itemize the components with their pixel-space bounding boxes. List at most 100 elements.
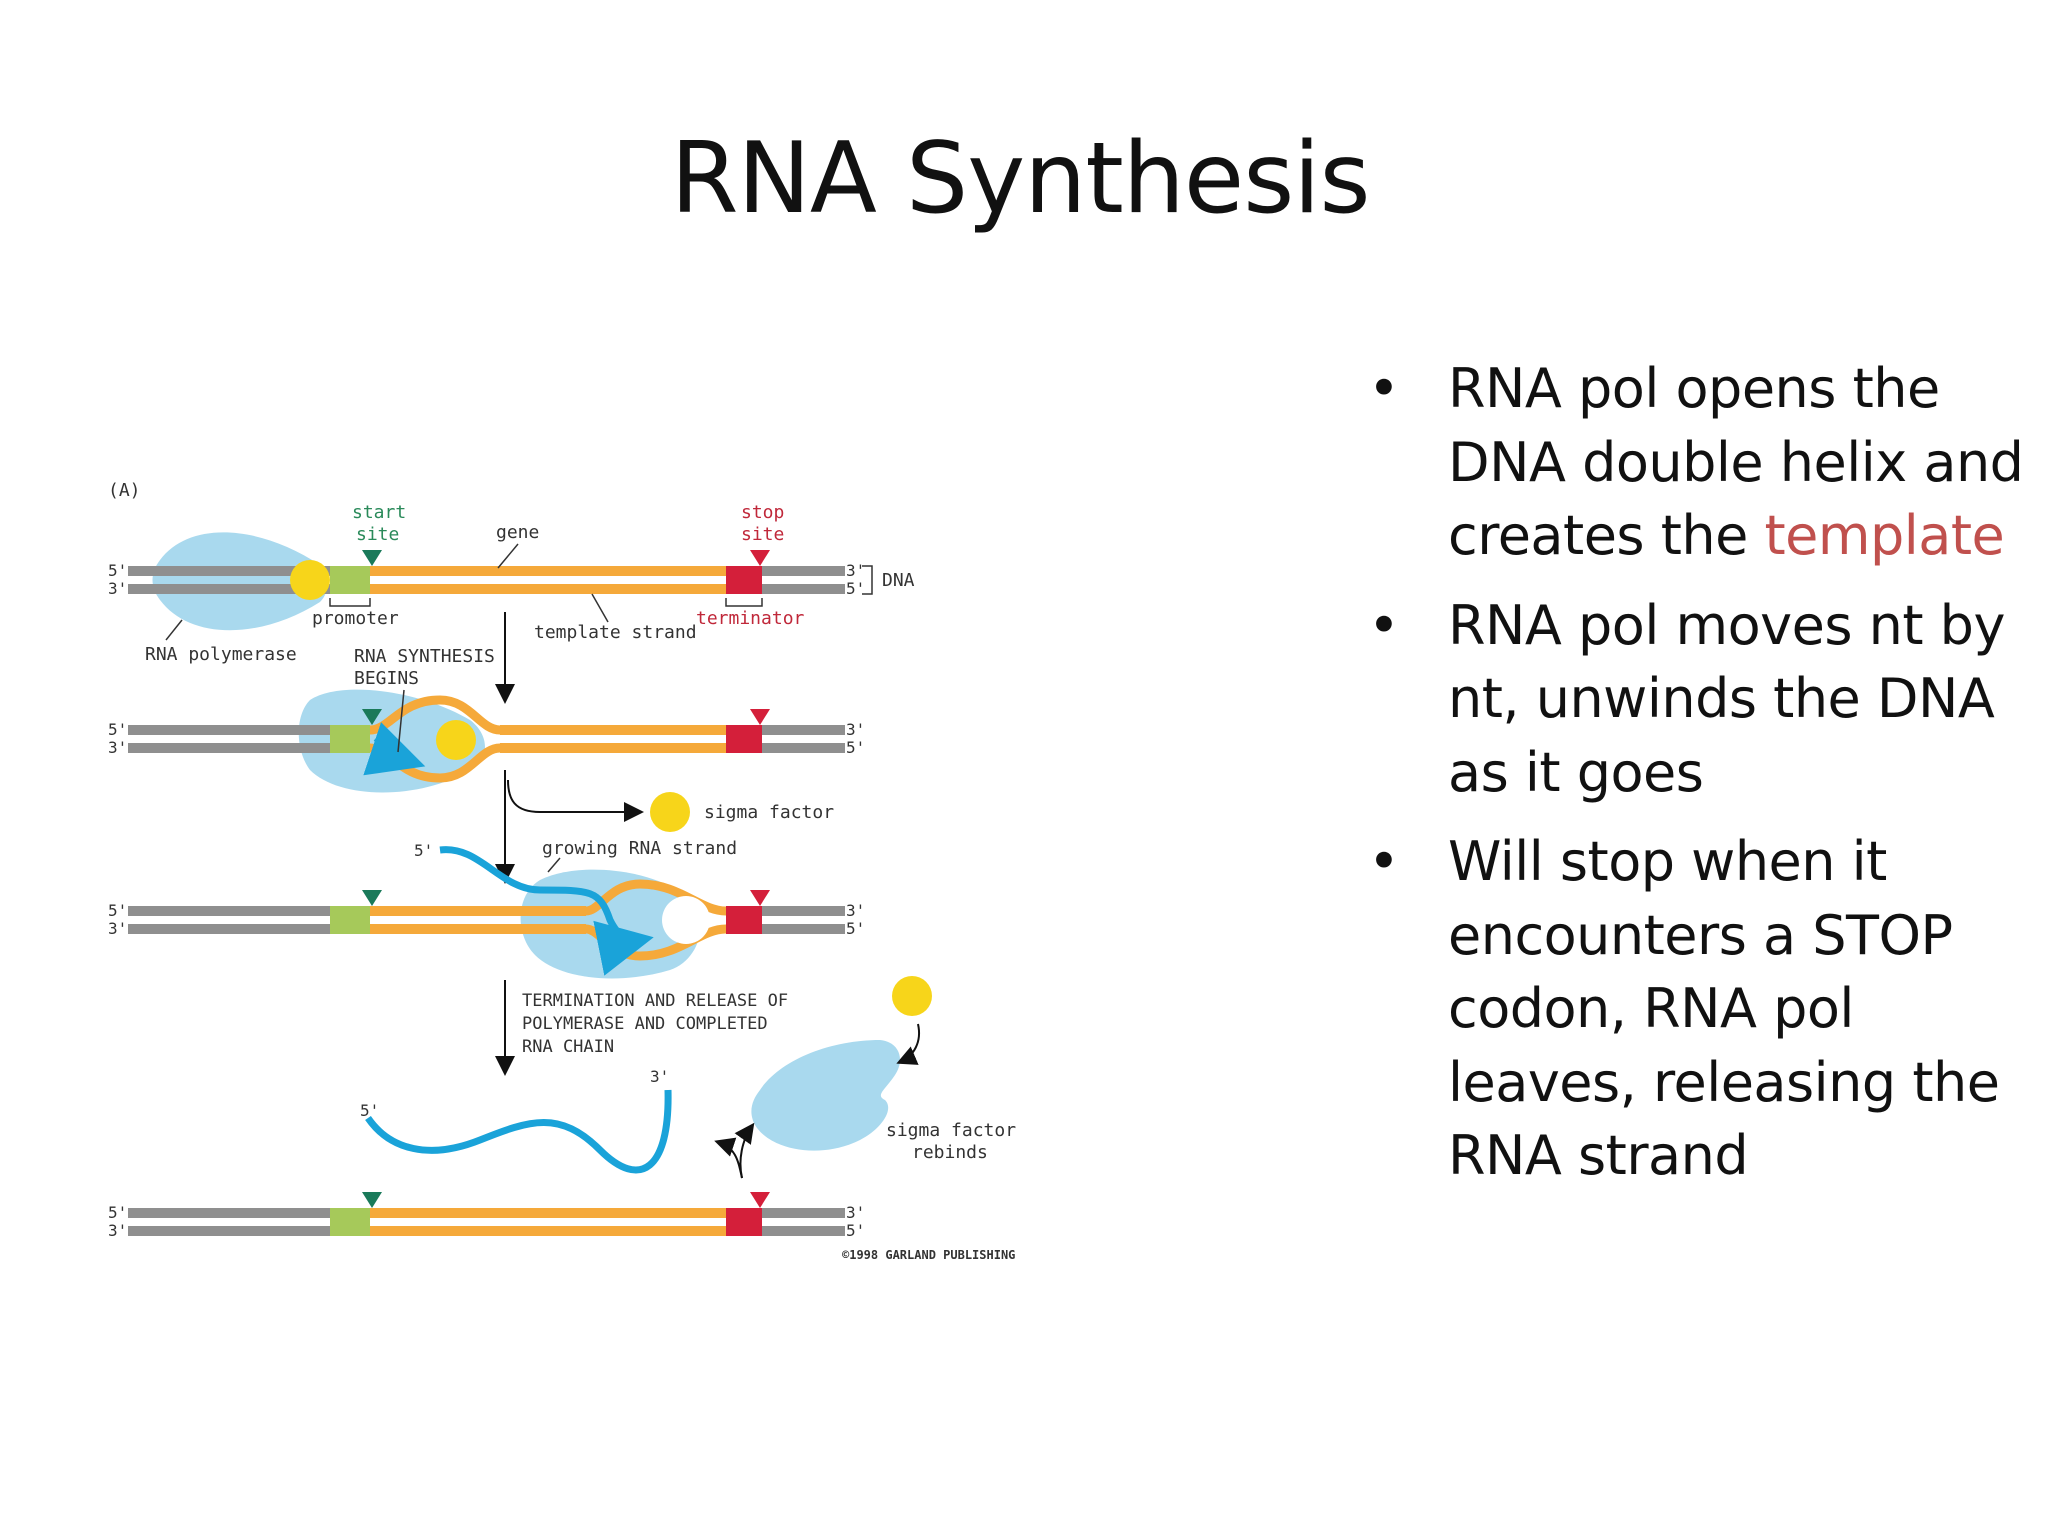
promoter-bracket [329, 598, 371, 607]
termination-label-2: POLYMERASE AND COMPLETED [522, 1014, 768, 1034]
promoter-label: promoter [312, 608, 399, 629]
promoter-region-2 [330, 725, 370, 753]
dna-top-strand-3a [128, 906, 330, 916]
sigma-factor-label: sigma factor [704, 802, 834, 823]
five-prime-4b: 5' [846, 1221, 865, 1240]
start-site-marker-4 [362, 1192, 382, 1208]
stage-4: 5' 3' sigma factor rebinds 5' 3' 3' 5' [108, 976, 1016, 1240]
promoter-region-4 [330, 1208, 370, 1236]
growing-rna-label: growing RNA strand [542, 838, 737, 859]
gene-bottom-2 [500, 743, 726, 753]
new-rna-strand-2 [363, 722, 426, 776]
rna-polymerase-label: RNA polymerase [145, 644, 297, 665]
sigma-rebinds-label-2: rebinds [912, 1142, 988, 1163]
release-fork-arrow-b [734, 1122, 755, 1179]
start-site-label-2: site [356, 524, 399, 545]
panel-label: (A) [108, 480, 141, 501]
gene-bottom-1 [370, 584, 726, 594]
gene-leader [497, 543, 519, 569]
dna-bracket [862, 565, 873, 595]
dna-bottom-strand-2b [762, 743, 845, 753]
rebinding-sigma-factor [892, 976, 932, 1016]
rna-polymerase-leader [165, 619, 183, 641]
promoter-region-1 [330, 566, 370, 594]
bubble-opening-3 [662, 896, 710, 944]
bullet-highlight-template: template [1764, 504, 2005, 567]
five-prime-2a: 5' [108, 720, 127, 739]
stop-site-marker-3 [750, 890, 770, 906]
bullet-text-1: RNA pol opens the DNA double helix and c… [1448, 357, 2024, 567]
dna-bottom-strand-3b [762, 924, 845, 934]
three-prime-4a: 3' [108, 1221, 127, 1240]
three-prime-2a: 3' [108, 738, 127, 757]
terminator-region-4 [726, 1208, 762, 1236]
five-prime-3b: 5' [846, 919, 865, 938]
growing-rna-leader [547, 857, 561, 873]
slide-title: RNA Synthesis [670, 122, 1370, 236]
termination-label-1: TERMINATION AND RELEASE OF [522, 991, 788, 1011]
rna-polymerase-blob-1 [152, 532, 328, 631]
synthesis-begins-label-1: RNA SYNTHESIS [354, 646, 495, 667]
gene-label: gene [496, 522, 539, 543]
terminator-bracket [725, 598, 763, 607]
start-site-marker-1 [362, 550, 382, 566]
start-site-label-1: start [352, 502, 406, 523]
gene-top-2 [500, 725, 726, 735]
synthesis-begins-leader [397, 689, 405, 753]
released-sigma-factor [650, 792, 690, 832]
rna-five-prime-4: 5' [360, 1101, 379, 1120]
three-prime-4b: 3' [846, 1203, 865, 1222]
sigma-rebind-arrow [896, 1023, 920, 1065]
stop-site-marker-1 [750, 550, 770, 566]
start-site-marker-3 [362, 890, 382, 906]
termination-label-3: RNA CHAIN [522, 1037, 614, 1057]
release-fork-arrow [714, 1137, 743, 1179]
dna-top-strand-2b [762, 725, 845, 735]
dna-top-strand-2a [128, 725, 368, 735]
bullet-text-2: RNA pol moves nt by nt, unwinds the DNA … [1448, 593, 2005, 804]
terminator-region-2 [726, 725, 762, 753]
growing-rna-strand [439, 846, 654, 976]
gene-top-4 [370, 1208, 726, 1218]
five-prime-1a: 5' [108, 561, 127, 580]
rna-five-prime-3: 5' [414, 841, 433, 860]
terminator-region-1 [726, 566, 762, 594]
sigma-rebinds-label-1: sigma factor [886, 1120, 1016, 1141]
terminator-region-3 [726, 906, 762, 934]
terminator-label: terminator [696, 608, 805, 629]
three-prime-1a: 3' [108, 579, 127, 598]
three-prime-3a: 3' [108, 919, 127, 938]
five-prime-3a: 5' [108, 901, 127, 920]
five-prime-1b: 5' [846, 579, 865, 598]
gene-bottom-3 [370, 924, 586, 934]
bullet-text-3: Will stop when it encounters a STOP codo… [1448, 830, 2000, 1187]
bullet-item-3: • Will stop when it encounters a STOP co… [1360, 825, 2040, 1193]
synthesis-begins-label-2: BEGINS [354, 668, 419, 689]
five-prime-4a: 5' [108, 1203, 127, 1222]
template-strand-label: template strand [534, 622, 697, 643]
three-prime-3b: 3' [846, 901, 865, 920]
released-rna-chain [365, 1089, 672, 1174]
stop-site-label-2: site [741, 524, 784, 545]
promoter-region-3 [330, 906, 370, 934]
bullet-dot-icon: • [1368, 357, 1400, 420]
stop-site-label-1: stop [741, 502, 784, 523]
bullet-dot-icon: • [1368, 593, 1400, 657]
stage-1: start site stop site gene 5' 3' 3' 5' DN… [108, 502, 915, 665]
bullet-item-2: • RNA pol moves nt by nt, unwinds the DN… [1360, 589, 2040, 810]
bullet-item-1: • RNA pol opens the DNA double helix and… [1360, 352, 2040, 573]
gene-top-1 [370, 566, 726, 576]
three-prime-2b: 3' [846, 720, 865, 739]
stage-3: 5' growing RNA strand 5' 3' 3' 5' [108, 838, 865, 979]
released-polymerase-blob [751, 1040, 900, 1151]
stage-2: 5' 3' 3' 5' [108, 689, 865, 793]
gene-bottom-4 [370, 1226, 726, 1236]
copyright-notice: ©1998 GARLAND PUBLISHING [842, 1248, 1015, 1262]
sigma-factor-1 [290, 560, 330, 600]
sigma-release-arrow [507, 779, 644, 822]
stop-site-marker-4 [750, 1192, 770, 1208]
gene-top-3 [370, 906, 586, 916]
template-strand-leader [591, 593, 609, 623]
five-prime-2b: 5' [846, 738, 865, 757]
